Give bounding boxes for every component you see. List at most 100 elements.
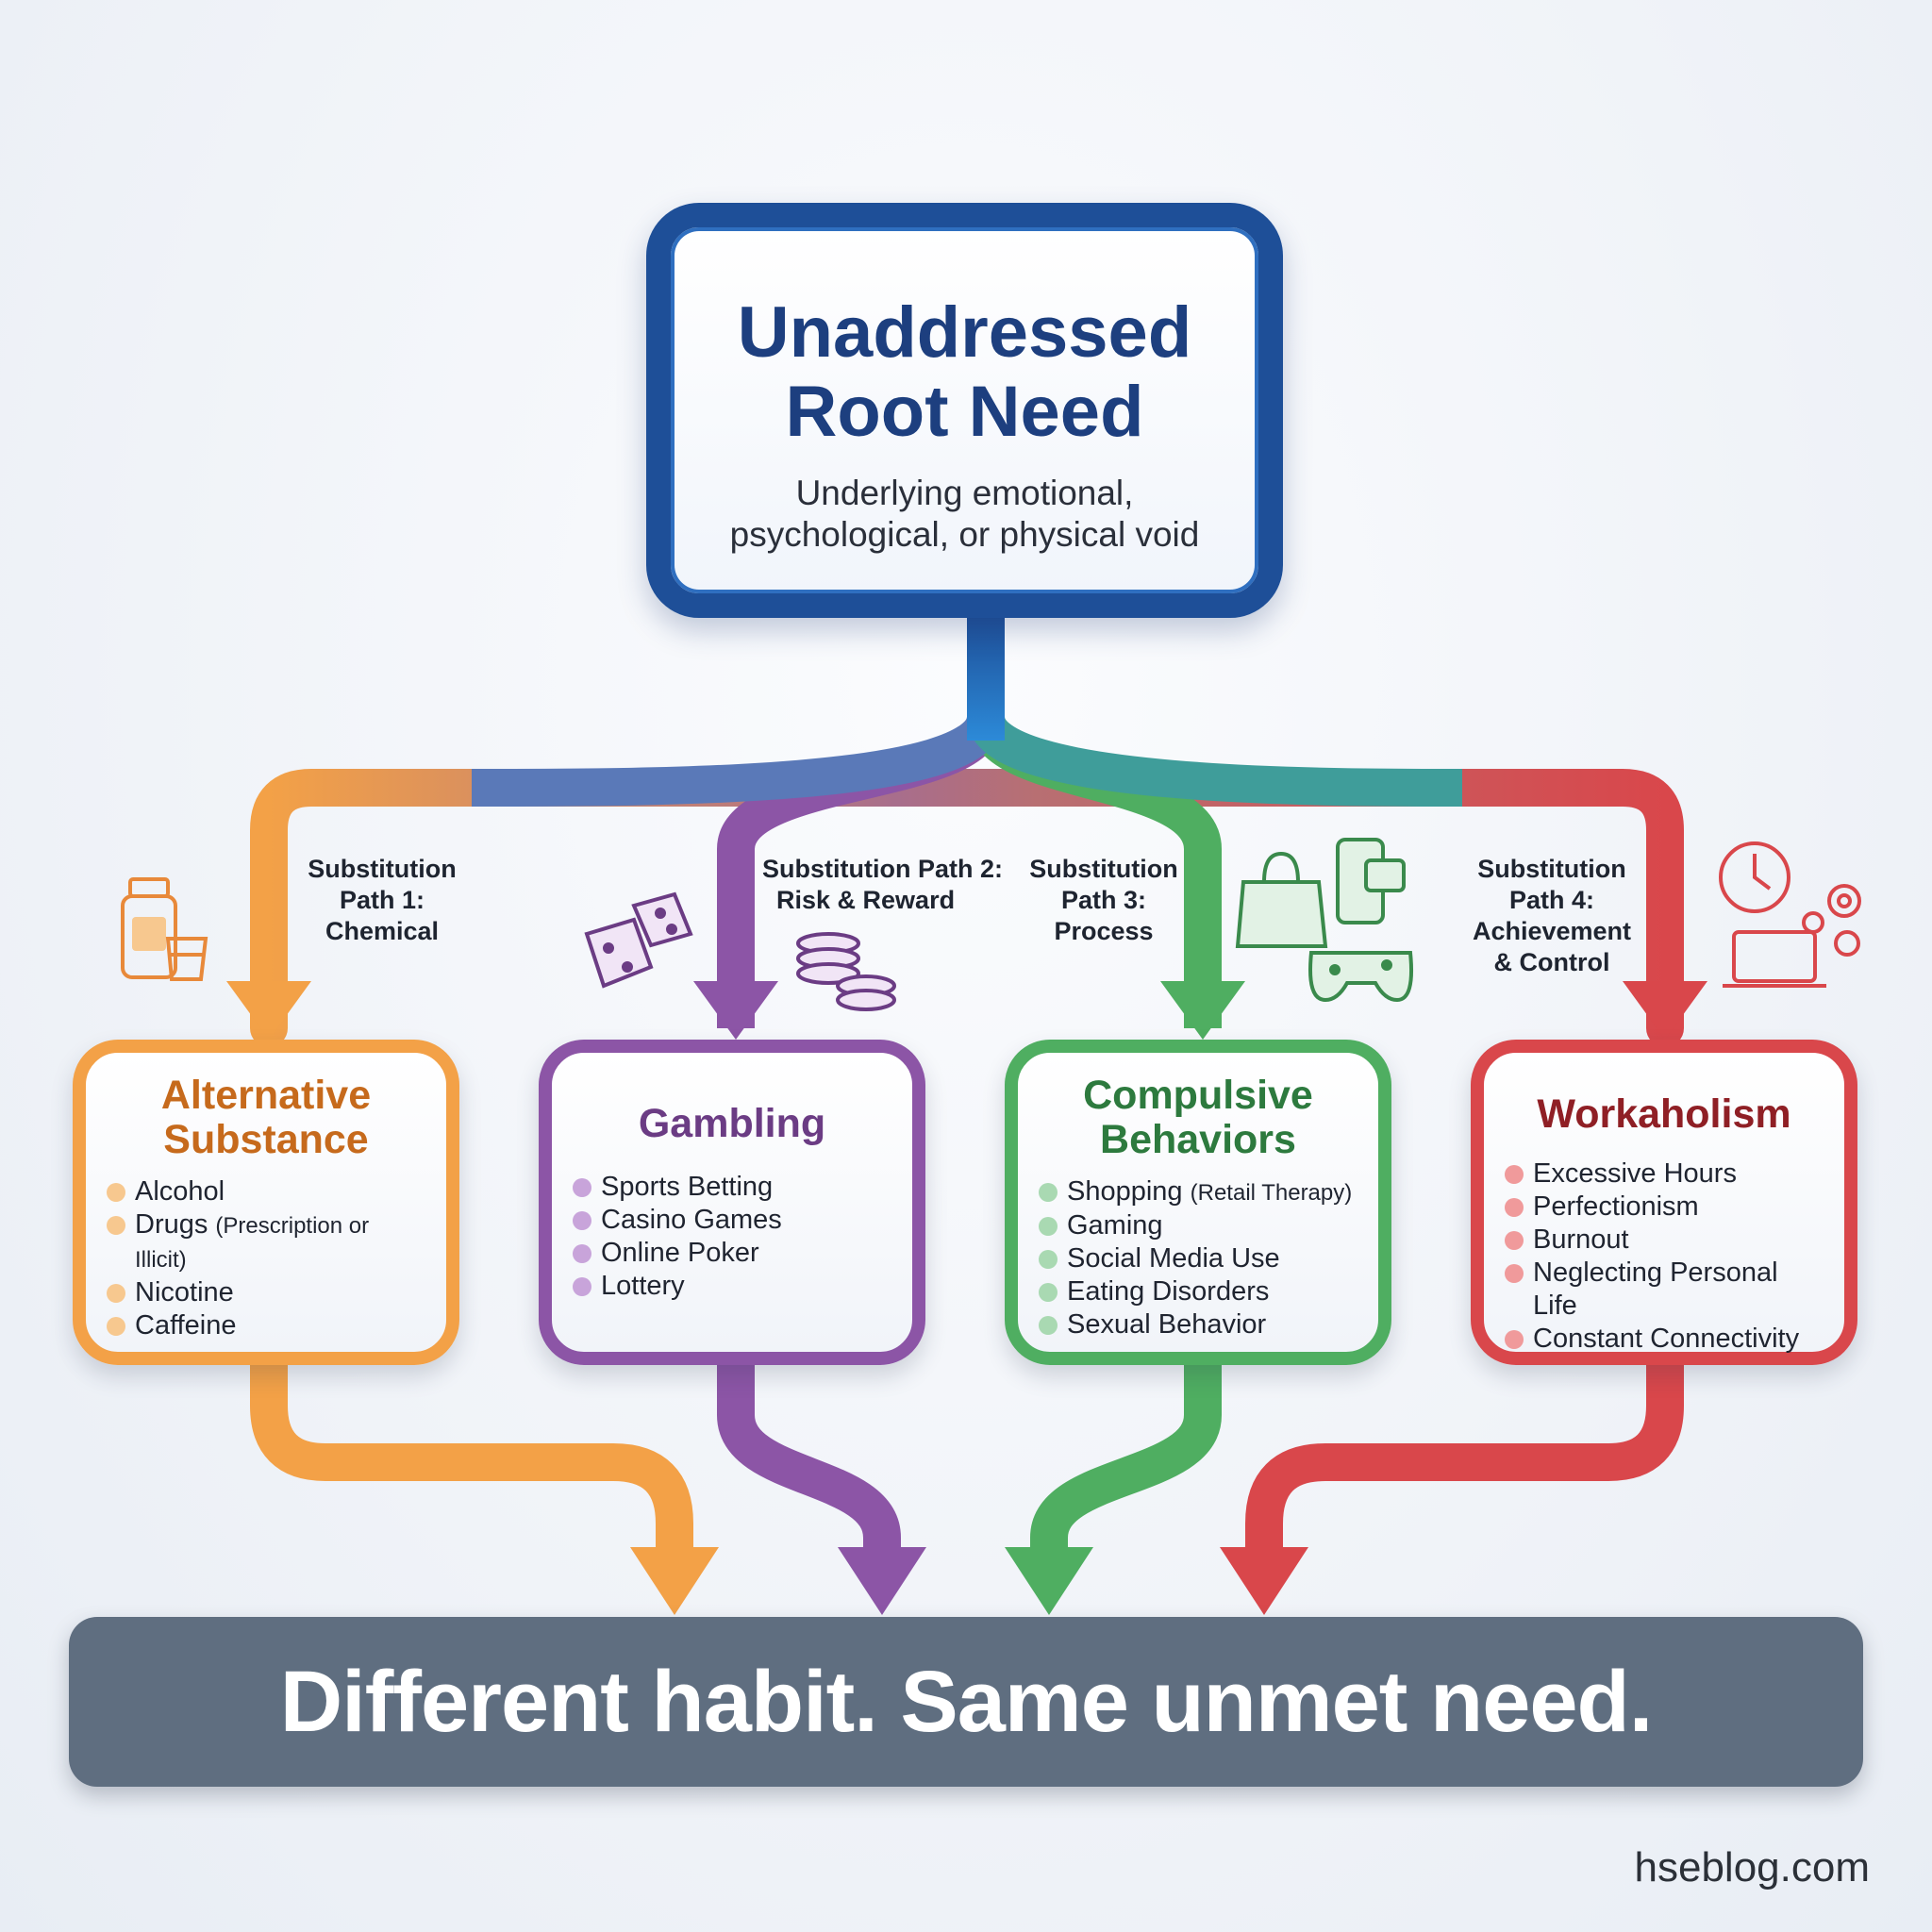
bullet-dot-icon: [573, 1277, 591, 1296]
list-item: Eating Disorders: [1039, 1275, 1357, 1308]
root-stem: [967, 618, 1005, 741]
bullet-dot-icon: [107, 1317, 125, 1336]
path-label-3-line3: Process: [1054, 917, 1154, 945]
arrowhead-chemical: [226, 981, 311, 1040]
bullet-dot-icon: [107, 1284, 125, 1303]
arrowhead-compulsive: [1160, 981, 1245, 1040]
item-text: Online Poker: [601, 1238, 759, 1268]
arrowhead-gambling: [693, 981, 778, 1040]
list-item: Excessive Hours: [1505, 1158, 1824, 1191]
bullet-dot-icon: [1505, 1264, 1524, 1283]
dice-and-chips-icon: [584, 891, 896, 1011]
category-title-line1: Workaholism: [1537, 1091, 1791, 1137]
path-label-1: Substitution Path 1: Chemical: [283, 854, 481, 947]
list-item: Social Media Use: [1039, 1242, 1357, 1275]
path-label-1-line2: Path 1:: [339, 886, 425, 914]
category-gambling: Gambling Sports Betting Casino Games Onl…: [539, 1040, 925, 1365]
converge-arrowhead-workaholism: [1220, 1547, 1308, 1615]
item-text: Sports Betting: [601, 1172, 774, 1202]
branch-chemical: [471, 713, 1005, 807]
list-item: Perfectionism: [1505, 1191, 1824, 1224]
bullet-dot-icon: [573, 1211, 591, 1230]
converge-compulsive: [1030, 1365, 1222, 1547]
item-text: Lottery: [601, 1271, 685, 1301]
bullet-dot-icon: [1505, 1198, 1524, 1217]
category-workaholism: Workaholism Excessive Hours Perfectionis…: [1471, 1040, 1857, 1365]
list-item: Online Poker: [573, 1237, 891, 1270]
branch-workaholism: [967, 713, 1463, 807]
category-title: Workaholism: [1505, 1092, 1824, 1137]
bullet-dot-icon: [1039, 1183, 1058, 1202]
category-title-line1: Alternative: [160, 1073, 372, 1118]
conclusion-banner: Different habit. Same unmet need.: [69, 1617, 1863, 1787]
category-list: Sports Betting Casino Games Online Poker…: [573, 1171, 891, 1303]
shopping-phone-gamepad-icon: [1235, 838, 1413, 1003]
path-label-3-line2: Path 3:: [1060, 886, 1147, 914]
item-note: (Retail Therapy): [1190, 1180, 1353, 1206]
converge-chemical: [250, 1365, 693, 1547]
bullet-dot-icon: [107, 1216, 125, 1235]
root-subtitle-line1: Underlying emotional,: [795, 474, 1134, 512]
item-text: Alcohol: [135, 1176, 225, 1207]
bullet-dot-icon: [107, 1183, 125, 1202]
item-text: Social Media Use: [1067, 1243, 1280, 1274]
category-title-line1: Compulsive: [1083, 1073, 1313, 1118]
category-title-line1: Gambling: [638, 1101, 826, 1146]
item-text: Excessive Hours: [1533, 1158, 1737, 1189]
item-text: Eating Disorders: [1067, 1276, 1270, 1307]
item-text: Caffeine: [135, 1310, 237, 1341]
list-item: Shopping (Retail Therapy): [1039, 1175, 1357, 1209]
root-subtitle: Underlying emotional, psychological, or …: [671, 473, 1258, 556]
category-title-line2: Substance: [163, 1117, 369, 1162]
path-label-2: Substitution Path 2: Risk & Reward: [762, 854, 1012, 916]
bullet-dot-icon: [573, 1178, 591, 1197]
bullet-dot-icon: [1505, 1231, 1524, 1250]
category-title: Compulsive Behaviors: [1039, 1074, 1357, 1162]
converge-arrowhead-gambling: [838, 1547, 926, 1615]
bullet-dot-icon: [1039, 1316, 1058, 1335]
root-title: Unaddressed Root Need: [671, 293, 1258, 452]
category-compulsive-behaviors: Compulsive Behaviors Shopping (Retail Th…: [1005, 1040, 1391, 1365]
bullet-dot-icon: [1039, 1217, 1058, 1236]
path-label-2-line2: Risk & Reward: [776, 886, 956, 914]
converge-arrowhead-compulsive: [1005, 1547, 1093, 1615]
path-label-2-line1: Substitution Path 2:: [762, 855, 1003, 883]
root-title-line1: Unaddressed: [737, 292, 1192, 373]
list-item: Alcohol: [107, 1175, 425, 1208]
list-item: Gaming: [1039, 1209, 1357, 1242]
distribution-bar: [250, 769, 1684, 1047]
path-label-3-line1: Substitution: [1029, 855, 1178, 883]
path-label-3: Substitution Path 3: Process: [1009, 854, 1198, 947]
root-title-line2: Root Need: [785, 372, 1144, 452]
item-text: Gaming: [1067, 1210, 1163, 1241]
item-note: (Prescription or Illicit): [135, 1213, 370, 1273]
converge-arrowhead-chemical: [630, 1547, 719, 1615]
item-text: Sexual Behavior: [1067, 1309, 1267, 1340]
arrowhead-workaholism: [1623, 981, 1707, 1040]
path-label-4-line3: Achievement: [1472, 917, 1632, 945]
item-text: Nicotine: [135, 1277, 234, 1307]
category-list: Alcohol Drugs (Prescription or Illicit) …: [107, 1175, 425, 1342]
bullet-dot-icon: [1505, 1165, 1524, 1184]
list-item: Drugs (Prescription or Illicit): [107, 1208, 425, 1276]
converge-workaholism: [1245, 1365, 1684, 1547]
list-item: Neglecting Personal Life: [1505, 1257, 1824, 1323]
path-label-1-line3: Chemical: [325, 917, 440, 945]
path-label-4-line1: Substitution: [1477, 855, 1626, 883]
clock-laptop-gears-icon: [1719, 841, 1861, 988]
list-item: Sexual Behavior: [1039, 1308, 1357, 1341]
path-label-4: Substitution Path 4: Achievement & Contr…: [1453, 854, 1651, 978]
list-item: Lottery: [573, 1270, 891, 1303]
watermark-text: hseblog.com: [1634, 1844, 1870, 1890]
bullet-dot-icon: [1039, 1283, 1058, 1302]
item-text: Shopping: [1067, 1176, 1183, 1207]
bullet-dot-icon: [1505, 1330, 1524, 1349]
path-label-4-line2: Path 4:: [1508, 886, 1595, 914]
category-title: Alternative Substance: [107, 1074, 425, 1162]
list-item: Burnout: [1505, 1224, 1824, 1257]
converge-gambling: [717, 1365, 901, 1547]
item-text: Burnout: [1533, 1224, 1629, 1255]
item-text: Drugs: [135, 1209, 208, 1240]
list-item: Nicotine: [107, 1276, 425, 1309]
